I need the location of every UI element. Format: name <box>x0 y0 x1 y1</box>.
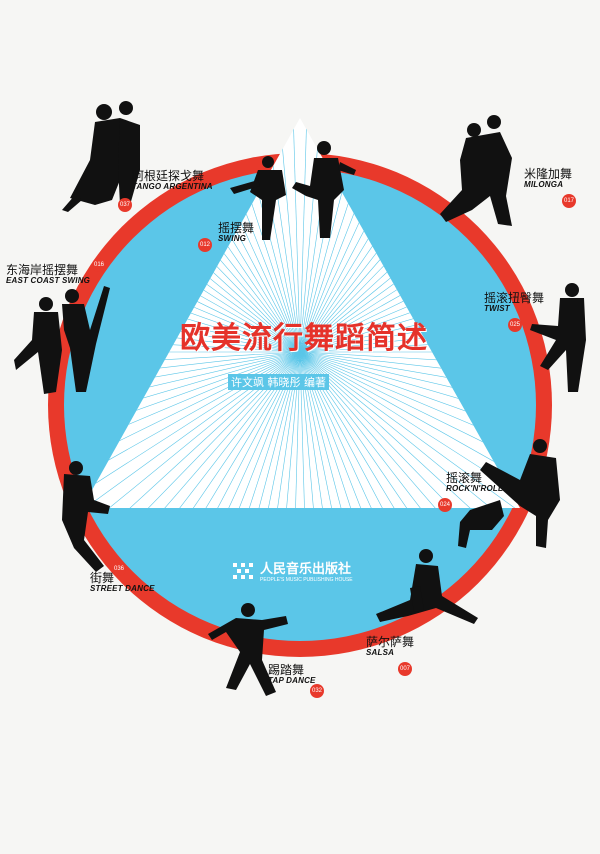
label-east-coast-swing-en: EAST COAST SWING <box>6 275 91 285</box>
ray-line <box>299 351 520 508</box>
ray-line <box>299 351 520 508</box>
tango-dancers <box>62 101 140 212</box>
ray-line <box>299 351 380 508</box>
label-east-coast-swing-zh: 东海岸摇摆舞 <box>6 263 79 277</box>
book-title: 欧美流行舞蹈简述 <box>180 321 428 356</box>
ray-line <box>82 351 301 508</box>
label-swing-zh: 摇摆舞 <box>218 221 255 235</box>
street-dancer <box>62 461 110 572</box>
ray-line <box>176 351 301 508</box>
ray-line <box>299 351 467 508</box>
label-tap-dance-zh: 踢踏舞 <box>268 663 305 677</box>
ray-line <box>299 118 335 353</box>
ray-line <box>299 351 487 508</box>
label-twist-zh: 摇滚扭臀舞 <box>484 291 545 305</box>
swing-dancers <box>230 141 356 240</box>
ray-line <box>299 351 520 508</box>
label-swing: 摇摆舞 SWING <box>218 222 254 243</box>
ray-line <box>154 351 301 508</box>
page-tag-street-dance: 036 <box>112 562 126 576</box>
ray-line <box>93 351 301 508</box>
dancer-silhouettes <box>14 101 586 696</box>
twist-dancer <box>530 283 586 392</box>
page-tag-twist: 025 <box>508 318 522 332</box>
publisher-logo-icon <box>233 562 253 579</box>
ray-line <box>288 118 301 353</box>
ray-line <box>299 351 312 508</box>
ray-line <box>288 351 301 508</box>
east-coast-swing-dancers <box>14 286 110 394</box>
label-twist-en: TWIST <box>484 303 510 313</box>
salsa-dancers <box>376 549 478 624</box>
label-street-dance: 街舞 STREET DANCE <box>90 572 155 593</box>
label-swing-en: SWING <box>218 233 247 243</box>
rock-n-roll-dancers <box>458 439 560 548</box>
ray-line <box>299 351 520 508</box>
page-tag-tango: 037 <box>118 198 132 212</box>
ray-line <box>113 351 301 508</box>
label-milonga-zh: 米隆加舞 <box>524 167 573 181</box>
ray-line <box>299 351 520 508</box>
label-street-dance-en: STREET DANCE <box>90 583 155 593</box>
publisher: 人民音乐出版社 PEOPLE'S MUSIC PUBLISHING HOUSE <box>232 558 353 583</box>
label-rock-n-roll-zh: 摇滚舞 <box>446 471 483 485</box>
ray-line <box>82 351 301 508</box>
publisher-name-cn: 人民音乐出版社 <box>260 562 352 577</box>
ray-line <box>299 351 520 508</box>
label-milonga: 米隆加舞 MILONGA <box>524 168 572 189</box>
editors: 许文飒 韩晓彤 编著 <box>228 374 329 390</box>
ray-line <box>82 351 301 508</box>
page-tag-swing: 012 <box>198 238 212 252</box>
milonga-dancers <box>440 115 512 226</box>
label-rock-n-roll-en: ROCK'N'ROLL <box>446 483 504 493</box>
ray-line <box>299 351 520 508</box>
ray-line <box>299 351 520 508</box>
ray-line <box>299 351 402 508</box>
label-tap-dance-en: TAP DANCE <box>268 675 316 685</box>
ray-line <box>299 351 358 508</box>
label-tango-zh: 阿根廷探戈舞 <box>132 169 205 183</box>
label-east-coast-swing: 东海岸摇摆舞 EAST COAST SWING <box>6 264 90 285</box>
label-salsa: 萨尔萨舞 SALSA <box>366 636 414 657</box>
label-milonga-en: MILONGA <box>524 179 564 189</box>
tap-dancer <box>208 603 288 696</box>
page-tag-salsa: 007 <box>398 662 412 676</box>
ray-line <box>299 118 312 353</box>
ray-line <box>265 118 301 353</box>
ray-line <box>299 351 424 508</box>
label-street-dance-zh: 街舞 <box>90 571 115 585</box>
ray-line <box>299 351 520 508</box>
label-tap-dance: 踢踏舞 TAP DANCE <box>268 664 316 685</box>
ray-line <box>220 351 301 508</box>
label-tango: 阿根廷探戈舞 TANGO ARGENTINA <box>132 170 213 191</box>
label-rock-n-roll: 摇滚舞 ROCK'N'ROLL <box>446 472 503 493</box>
label-salsa-zh: 萨尔萨舞 <box>366 635 415 649</box>
ray-line <box>133 351 301 508</box>
ray-line <box>299 351 446 508</box>
label-salsa-en: SALSA <box>366 647 395 657</box>
label-twist: 摇滚扭臀舞 TWIST <box>484 292 544 313</box>
ray-line <box>242 351 301 508</box>
ray-line <box>82 351 301 508</box>
page-tag-east-coast-swing: 016 <box>92 258 106 272</box>
ray-line <box>299 351 507 508</box>
publisher-name-en: PEOPLE'S MUSIC PUBLISHING HOUSE <box>260 577 353 583</box>
page-tag-tap-dance: 032 <box>310 684 324 698</box>
ray-line <box>198 351 301 508</box>
page-tag-milonga: 017 <box>562 194 576 208</box>
label-tango-en: TANGO ARGENTINA <box>132 181 213 191</box>
ray-line <box>265 351 301 508</box>
ray-line <box>82 351 301 508</box>
ray-line <box>82 351 301 508</box>
ray-line <box>299 351 520 508</box>
ray-line <box>82 351 301 508</box>
page-tag-rock-n-roll: 024 <box>438 498 452 512</box>
ray-line <box>299 351 335 508</box>
